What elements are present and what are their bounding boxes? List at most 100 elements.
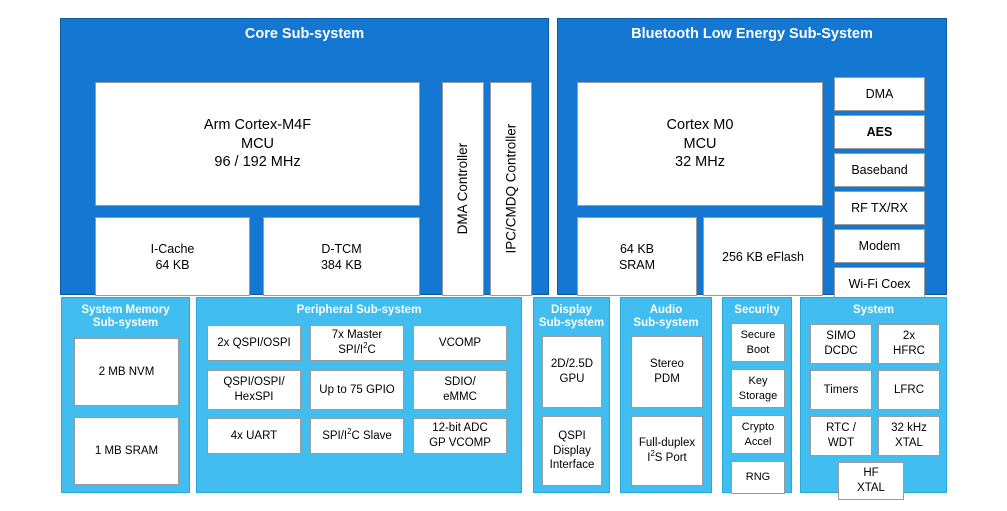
block-2d-25d-gpu: 2D/2.5D GPU xyxy=(542,336,602,408)
panel-audio-subsystem: Audio Sub-system Stereo PDM Full-duplex … xyxy=(620,297,712,493)
gpu-line1: 2D/2.5D xyxy=(550,358,594,371)
secure-boot-line1: Secure xyxy=(740,329,776,342)
block-2mb-nvm: 2 MB NVM xyxy=(74,338,179,406)
nvm-label: 2 MB NVM xyxy=(98,365,155,378)
master-spi-line2: SPI/I2C xyxy=(338,341,376,356)
block-ble-rf-tx-rx: RF TX/RX xyxy=(834,191,925,225)
lfrc-label: LFRC xyxy=(893,383,925,396)
block-up-to-75-gpio: Up to 75 GPIO xyxy=(310,370,404,410)
system-memory-subsystem-title: System Memory Sub-system xyxy=(62,304,189,330)
ipc-cmdq-controller-label: IPC/CMDQ Controller xyxy=(503,124,519,254)
block-ipc-cmdq-controller: IPC/CMDQ Controller xyxy=(490,82,532,296)
audio-subsystem-title: Audio Sub-system xyxy=(621,304,711,330)
block-vcomp: VCOMP xyxy=(413,325,507,361)
block-qspi-ospi-hexspi: QSPI/OSPI/ HexSPI xyxy=(207,370,301,410)
block-ble-sram: 64 KB SRAM xyxy=(577,217,697,296)
block-2x-hfrc: 2x HFRC xyxy=(878,324,940,364)
timers-label: Timers xyxy=(823,383,859,396)
hfrc-line2: HFRC xyxy=(893,345,925,357)
block-ble-baseband: Baseband xyxy=(834,153,925,187)
gpio-label: Up to 75 GPIO xyxy=(319,383,395,396)
block-arm-cortex-m4f-mcu: Arm Cortex-M4F MCU 96 / 192 MHz xyxy=(95,82,420,206)
hexspi-line1: QSPI/OSPI/ xyxy=(223,376,285,389)
panel-ble-subsystem: Bluetooth Low Energy Sub-System Cortex M… xyxy=(557,18,947,301)
adc-line2: GP VCOMP xyxy=(429,437,491,449)
audio-title-line1: Audio xyxy=(649,304,683,316)
core-mcu-line1: Arm Cortex-M4F xyxy=(203,117,312,134)
block-i-cache: I-Cache 64 KB xyxy=(95,217,250,296)
block-ble-wifi-coex: Wi-Fi Coex xyxy=(834,267,925,301)
block-simo-dcdc: SIMO DCDC xyxy=(810,324,872,364)
ble-mcu-line2: MCU xyxy=(683,135,717,152)
gpu-line2: GPU xyxy=(559,373,585,385)
ble-sram-line2: SRAM xyxy=(618,257,656,272)
panel-core-subsystem: Core Sub-system Arm Cortex-M4F MCU 96 / … xyxy=(60,18,549,296)
key-storage-line1: Key xyxy=(748,375,768,388)
core-subsystem-title: Core Sub-system xyxy=(244,26,365,42)
block-7x-master-spi-i2c: 7x Master SPI/I2C xyxy=(310,325,404,361)
pdm-line2: PDM xyxy=(654,373,680,385)
qspi-display-line2: Display xyxy=(553,444,591,457)
vcomp-label: VCOMP xyxy=(438,336,482,349)
peripheral-subsystem-title: Peripheral Sub-system xyxy=(296,304,422,316)
ble-aes-label: AES xyxy=(866,125,893,139)
uart-label: 4x UART xyxy=(230,429,278,442)
block-qspi-display-interface: QSPI Display Interface xyxy=(542,416,602,486)
sdio-line2: eMMC xyxy=(443,391,477,403)
block-4x-uart: 4x UART xyxy=(207,418,301,454)
audio-title-line2: Sub-system xyxy=(633,317,699,330)
simo-dcdc-line1: SIMO xyxy=(826,330,856,343)
secure-boot-line2: Boot xyxy=(746,343,770,356)
i-cache-line1: I-Cache xyxy=(150,241,195,256)
block-sdio-emmc: SDIO/ eMMC xyxy=(413,370,507,410)
rng-label: RNG xyxy=(745,471,771,484)
display-title-line1: Display xyxy=(551,304,592,316)
system-memory-title-line2: Sub-system xyxy=(92,317,159,330)
display-title-line2: Sub-system xyxy=(538,317,605,330)
block-ble-eflash: 256 KB eFlash xyxy=(703,217,823,296)
d-tcm-line1: D-TCM xyxy=(321,241,362,256)
sdio-line1: SDIO/ xyxy=(444,376,476,389)
block-full-duplex-i2s-port: Full-duplex I2S Port xyxy=(631,416,703,486)
block-spi-i2c-slave: SPI/I2C Slave xyxy=(310,418,404,454)
security-subsystem-title: Security xyxy=(734,304,780,316)
block-12bit-adc-gp-vcomp: 12-bit ADC GP VCOMP xyxy=(413,418,507,454)
block-hf-xtal: HF XTAL xyxy=(838,462,904,500)
block-timers: Timers xyxy=(810,370,872,410)
hexspi-line2: HexSPI xyxy=(234,391,274,403)
i2s-line1: Full-duplex xyxy=(638,437,696,450)
block-ble-dma: DMA xyxy=(834,77,925,111)
xtal-32khz-line2: XTAL xyxy=(895,437,923,449)
panel-peripheral-subsystem: Peripheral Sub-system 2x QSPI/OSPI 7x Ma… xyxy=(196,297,522,493)
display-subsystem-title: Display Sub-system xyxy=(534,304,609,330)
panel-system-memory-subsystem: System Memory Sub-system 2 MB NVM 1 MB S… xyxy=(61,297,190,493)
i-cache-line2: 64 KB xyxy=(155,257,190,272)
panel-display-subsystem: Display Sub-system 2D/2.5D GPU QSPI Disp… xyxy=(533,297,610,493)
block-lfrc: LFRC xyxy=(878,370,940,410)
ble-rf-tx-rx-label: RF TX/RX xyxy=(851,201,908,215)
core-mcu-line3: 96 / 192 MHz xyxy=(214,154,301,171)
d-tcm-line2: 384 KB xyxy=(320,257,362,272)
system-subsystem-title: System xyxy=(853,304,894,316)
block-2x-qspi-ospi: 2x QSPI/OSPI xyxy=(207,325,301,361)
block-crypto-accel: Crypto Accel xyxy=(731,415,785,454)
master-spi-line1: 7x Master xyxy=(331,329,383,342)
qspi-display-line3: Interface xyxy=(549,459,595,472)
ble-mcu-line3: 32 MHz xyxy=(675,154,725,171)
spi-slave-label: SPI/I2C Slave xyxy=(322,426,392,442)
block-ble-aes: AES xyxy=(834,115,925,149)
dma-controller-label: DMA Controller xyxy=(455,143,471,235)
ble-dma-label: DMA xyxy=(865,87,894,101)
ble-modem-label: Modem xyxy=(858,239,901,253)
sram-label: 1 MB SRAM xyxy=(94,444,159,457)
block-rng: RNG xyxy=(731,461,785,494)
simo-dcdc-line2: DCDC xyxy=(824,345,858,357)
block-32khz-xtal: 32 kHz XTAL xyxy=(878,416,940,456)
rtc-wdt-line2: WDT xyxy=(827,437,855,449)
system-memory-title-line1: System Memory xyxy=(81,304,170,316)
qspi-ospi-label: 2x QSPI/OSPI xyxy=(217,336,291,349)
block-dma-controller: DMA Controller xyxy=(442,82,484,296)
panel-security-subsystem: Security Secure Boot Key Storage Crypto … xyxy=(722,297,792,494)
block-cortex-m0-mcu: Cortex M0 MCU 32 MHz xyxy=(577,82,823,206)
